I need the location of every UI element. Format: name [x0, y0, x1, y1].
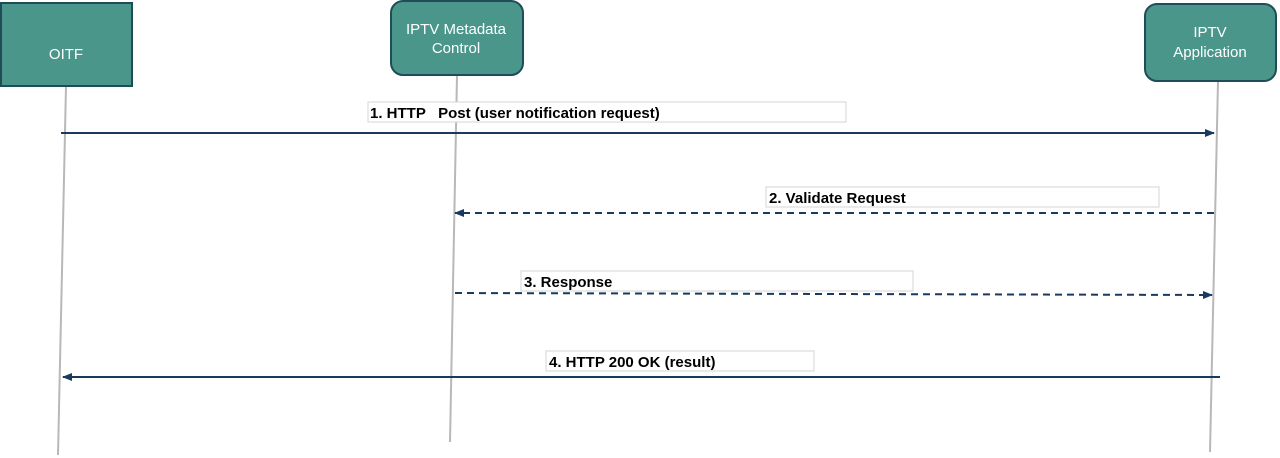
participant-iptv-application: IPTV Application	[1144, 3, 1277, 82]
lifeline-oitf	[57, 85, 67, 456]
participant-metadata-control-label-line2: Control	[432, 40, 480, 57]
participant-iptv-application-label-line1: IPTV	[1193, 24, 1226, 41]
message-4-label: 4. HTTP 200 OK (result)	[549, 354, 715, 371]
message-3-arrow	[454, 290, 1213, 299]
lifeline-metadata-control	[449, 74, 458, 443]
message-4-label-box	[545, 350, 815, 372]
participant-metadata-control-label-line1: IPTV Metadata	[406, 21, 507, 38]
message-3-label-box	[520, 270, 914, 292]
participant-iptv-application-label-line2: Application	[1173, 44, 1246, 61]
message-2: 2. Validate Request	[454, 186, 1214, 217]
message-4: 4. HTTP 200 OK (result)	[62, 350, 1220, 381]
message-3: 3. Response	[454, 270, 1213, 299]
message-3-label: 3. Response	[524, 274, 612, 291]
message-2-label: 2. Validate Request	[769, 190, 906, 207]
lifeline-iptv-application	[1209, 80, 1219, 453]
participant-metadata-control: IPTV Metadata Control	[390, 0, 524, 76]
message-1: 1. HTTP Post (user notification request)	[61, 101, 1215, 137]
message-1-label: 1. HTTP Post (user notification request)	[370, 105, 660, 122]
participant-oitf: OITF	[0, 2, 133, 87]
message-1-label-box	[367, 101, 847, 123]
participant-oitf-label: OITF	[49, 46, 83, 63]
message-2-label-box	[765, 186, 1160, 208]
